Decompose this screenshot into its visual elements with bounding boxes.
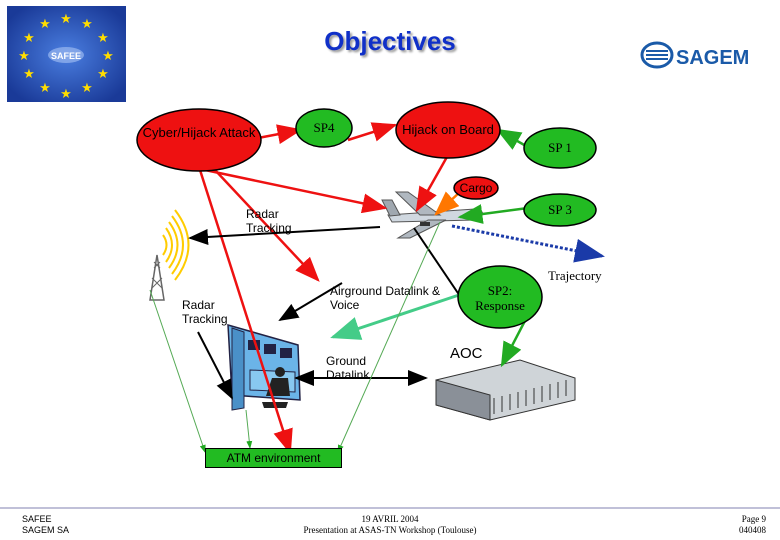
hijack-ellipse — [395, 101, 501, 159]
sagem-logo: SAGEM — [640, 38, 775, 72]
footer-left-line1: SAFEE — [22, 514, 52, 524]
cargo-label: Cargo — [459, 181, 493, 195]
svg-text:★: ★ — [97, 66, 109, 81]
control-room-icon — [227, 323, 301, 411]
aoc-building-icon — [435, 359, 576, 421]
sagem-logo-text: SAGEM — [676, 47, 749, 69]
svg-text:★: ★ — [23, 66, 35, 81]
radar-tracking-left-label: Radar Tracking — [182, 298, 228, 326]
sp1-label: SP 1 — [548, 140, 572, 155]
svg-text:★: ★ — [60, 86, 72, 101]
ground-datalink-label: Ground Datalink — [326, 354, 370, 382]
footer-right: Page 9 040408 — [720, 514, 766, 536]
svg-text:★: ★ — [60, 11, 72, 26]
svg-text:★: ★ — [81, 80, 93, 95]
safee-logo-text: SAFEE — [51, 51, 81, 61]
footer-center: 19 AVRIL 2004 Presentation at ASAS-TN Wo… — [240, 514, 540, 536]
page-title: Objectives — [324, 26, 456, 56]
footer-page: Page 9 — [741, 514, 766, 524]
data-links — [188, 226, 467, 400]
sp3-ellipse — [523, 193, 597, 227]
footer-left: SAFEE SAGEM SA — [22, 514, 69, 536]
safee-logo: ★ ★ ★ ★ ★ ★ ★ ★ ★ ★ ★ ★ SAFEE — [7, 6, 126, 102]
radar-tracking-top-label: Radar Tracking — [246, 207, 292, 235]
svg-text:★: ★ — [39, 16, 51, 31]
aoc-label: AOC — [450, 345, 483, 362]
svg-text:★: ★ — [102, 48, 114, 63]
footer-center-line1: 19 AVRIL 2004 — [361, 514, 419, 524]
cyber-hijack-label: Cyber/Hijack Attack — [142, 125, 256, 140]
svg-text:★: ★ — [23, 30, 35, 45]
footer-code: 040408 — [739, 525, 766, 535]
footer-center-line2: Presentation at ASAS-TN Workshop (Toulou… — [303, 525, 477, 535]
atm-environment-box: ATM environment — [205, 448, 342, 468]
sp4-label: SP4 — [313, 120, 335, 135]
sp2-ellipse — [457, 265, 543, 329]
footer-left-line2: SAGEM SA — [22, 525, 70, 535]
sp4-ellipse — [295, 108, 353, 148]
cargo-arrow — [434, 191, 461, 216]
svg-text:★: ★ — [18, 48, 30, 63]
sp2-label: SP2: Response — [475, 283, 525, 313]
hijack-on-board-label: Hijack on Board — [402, 122, 494, 137]
airground-datalink-label: Airground Datalink & Voice — [330, 284, 441, 312]
trajectory-label: Trajectory — [548, 268, 602, 283]
threat-arrows — [198, 122, 454, 455]
cyber-hijack-ellipse — [136, 108, 262, 172]
svg-text:★: ★ — [97, 30, 109, 45]
svg-text:★: ★ — [39, 80, 51, 95]
trajectory-line — [451, 224, 605, 263]
sp3-label: SP 3 — [548, 202, 572, 217]
sp-arrows — [457, 128, 530, 368]
radar-tower — [149, 209, 190, 301]
sp1-ellipse — [523, 127, 597, 169]
cargo-ellipse — [453, 176, 499, 200]
svg-text:★: ★ — [81, 16, 93, 31]
